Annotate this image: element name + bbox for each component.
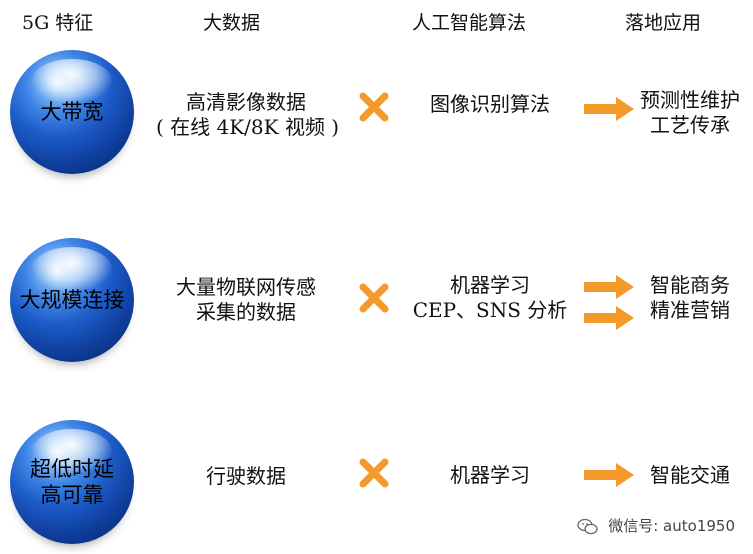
data-line: 大量物联网传感 bbox=[176, 275, 316, 299]
data-line: 行驶数据 bbox=[206, 464, 286, 488]
application-line: 智能商务 bbox=[650, 273, 730, 297]
algorithm-text: 机器学习 CEP、SNS 分析 bbox=[405, 273, 575, 323]
application-line: 精准营销 bbox=[650, 298, 730, 322]
multiply-cross-icon bbox=[359, 458, 389, 488]
right-arrow-icon bbox=[584, 275, 634, 299]
application-text: 智能商务 精准营销 bbox=[635, 273, 745, 323]
right-arrow-icon bbox=[584, 306, 634, 330]
data-line: 高清影像数据 bbox=[186, 90, 306, 114]
application-line: 预测性维护 bbox=[640, 88, 740, 112]
application-line: 工艺传承 bbox=[650, 113, 730, 137]
feature-label: 大规模连接 bbox=[19, 288, 125, 312]
algorithm-line: 图像识别算法 bbox=[430, 92, 550, 116]
data-line: ( 在线 4K/8K 视频 ) bbox=[156, 115, 340, 139]
header-ai-algorithm: 人工智能算法 bbox=[412, 12, 527, 34]
algorithm-text: 机器学习 bbox=[405, 463, 575, 488]
feature-sphere: 超低时延 高可靠 bbox=[10, 420, 134, 544]
data-line: 采集的数据 bbox=[196, 300, 296, 324]
header-application: 落地应用 bbox=[625, 12, 702, 34]
algorithm-line: 机器学习 bbox=[450, 273, 530, 297]
multiply-cross-icon bbox=[359, 283, 389, 313]
application-line: 智能交通 bbox=[650, 463, 730, 487]
data-text: 高清影像数据 ( 在线 4K/8K 视频 ) bbox=[156, 90, 340, 140]
feature-sphere: 大规模连接 bbox=[10, 238, 134, 362]
algorithm-line: 机器学习 bbox=[450, 463, 530, 487]
feature-sphere: 大带宽 bbox=[10, 50, 134, 174]
algorithm-text: 图像识别算法 bbox=[405, 92, 575, 117]
feature-label: 超低时延 高可靠 bbox=[30, 457, 114, 507]
application-text: 预测性维护 工艺传承 bbox=[635, 88, 745, 138]
application-text: 智能交通 bbox=[635, 463, 745, 488]
right-arrow-icon bbox=[584, 97, 634, 121]
header-big-data: 大数据 bbox=[203, 12, 261, 34]
wechat-icon bbox=[577, 518, 599, 534]
data-text: 行驶数据 bbox=[156, 464, 336, 489]
watermark-text: 微信号: auto1950 bbox=[608, 517, 735, 535]
multiply-cross-icon bbox=[359, 92, 389, 122]
right-arrow-icon bbox=[584, 463, 634, 487]
header-5g-features: 5G 特征 bbox=[22, 12, 94, 34]
feature-label: 大带宽 bbox=[40, 100, 104, 124]
algorithm-line: CEP、SNS 分析 bbox=[412, 298, 568, 322]
data-text: 大量物联网传感 采集的数据 bbox=[156, 275, 336, 325]
watermark: 微信号: auto1950 bbox=[577, 515, 735, 536]
